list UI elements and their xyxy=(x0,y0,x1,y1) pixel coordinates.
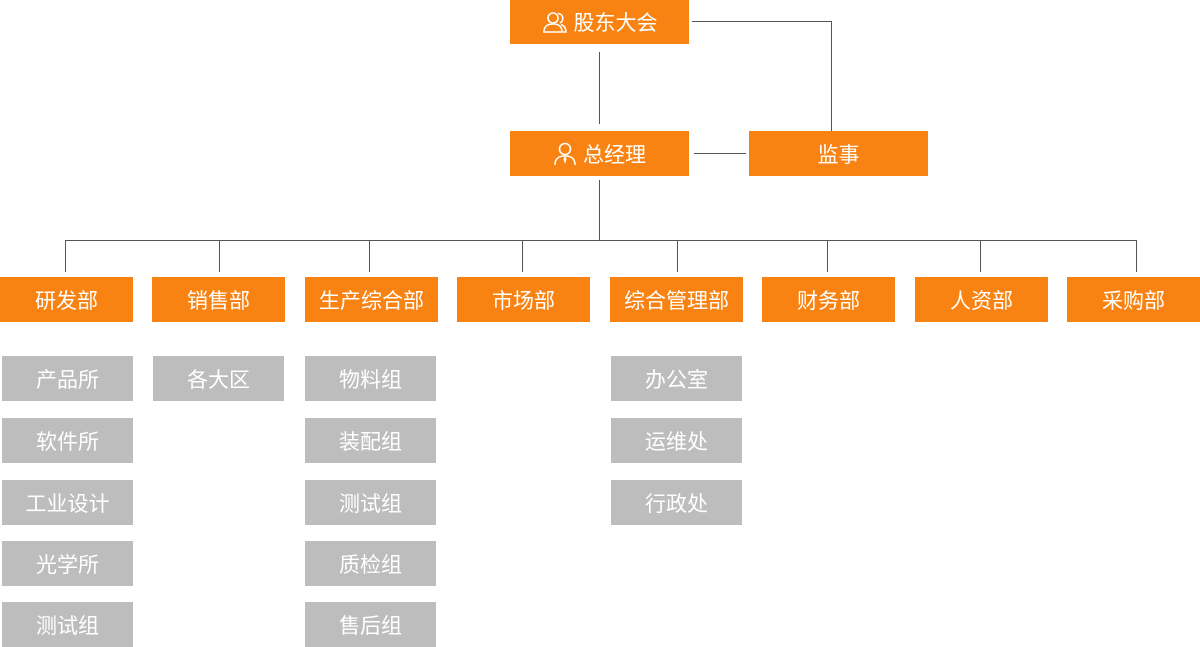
department-label: 人资部 xyxy=(950,288,1013,313)
sub-unit-label: 质检组 xyxy=(339,552,402,577)
sub-unit-box: 运维处 xyxy=(611,418,742,463)
supervisor-label: 监事 xyxy=(817,142,860,167)
sub-unit-box: 光学所 xyxy=(2,541,133,586)
connector-line xyxy=(65,240,66,272)
sub-unit-box: 工业设计 xyxy=(2,480,133,525)
sub-unit-box: 测试组 xyxy=(2,602,133,647)
department-label: 研发部 xyxy=(35,288,98,313)
sub-unit-box: 物料组 xyxy=(305,356,436,401)
sub-unit-label: 售后组 xyxy=(339,613,402,638)
sub-unit-box: 行政处 xyxy=(611,480,742,525)
connector-line xyxy=(219,240,220,272)
connector-line xyxy=(369,240,370,272)
sub-unit-box: 办公室 xyxy=(611,356,742,401)
connector-line xyxy=(65,240,1137,241)
general-manager-box: 总经理 xyxy=(510,131,689,176)
department-label: 市场部 xyxy=(492,288,555,313)
shareholders-label: 股东大会 xyxy=(573,11,658,35)
sub-unit-box: 质检组 xyxy=(305,541,436,586)
sub-unit-label: 光学所 xyxy=(36,552,99,577)
connector-line xyxy=(831,21,832,132)
shareholders-box: 股东大会 xyxy=(510,0,689,44)
sub-unit-label: 测试组 xyxy=(339,491,402,516)
department-label: 生产综合部 xyxy=(319,288,424,313)
connector-line xyxy=(599,52,600,124)
user-tie-icon xyxy=(553,141,577,166)
department-label: 财务部 xyxy=(797,288,860,313)
sub-unit-label: 各大区 xyxy=(187,367,250,392)
connector-line xyxy=(599,180,600,241)
department-box: 销售部 xyxy=(152,277,285,322)
department-box: 研发部 xyxy=(0,277,133,322)
sub-unit-label: 装配组 xyxy=(339,429,402,454)
department-box: 综合管理部 xyxy=(610,277,743,322)
sub-unit-label: 行政处 xyxy=(645,491,708,516)
department-box: 市场部 xyxy=(457,277,590,322)
sub-unit-box: 测试组 xyxy=(305,480,436,525)
sub-unit-box: 售后组 xyxy=(305,602,436,647)
department-box: 生产综合部 xyxy=(305,277,438,322)
users-icon xyxy=(542,10,568,34)
department-box: 财务部 xyxy=(762,277,895,322)
department-label: 销售部 xyxy=(187,288,250,313)
connector-line xyxy=(694,153,746,154)
sub-unit-label: 物料组 xyxy=(339,367,402,392)
sub-unit-box: 软件所 xyxy=(2,418,133,463)
sub-unit-label: 测试组 xyxy=(36,613,99,638)
sub-unit-box: 各大区 xyxy=(153,356,284,401)
sub-unit-label: 运维处 xyxy=(645,429,708,454)
department-box: 采购部 xyxy=(1067,277,1200,322)
connector-line xyxy=(677,240,678,272)
connector-line xyxy=(522,240,523,272)
general-manager-label: 总经理 xyxy=(583,142,646,167)
department-box: 人资部 xyxy=(915,277,1048,322)
sub-unit-label: 工业设计 xyxy=(25,491,110,516)
connector-line xyxy=(980,240,981,272)
department-label: 综合管理部 xyxy=(624,288,729,313)
supervisor-box: 监事 xyxy=(749,131,928,176)
sub-unit-label: 产品所 xyxy=(36,367,99,392)
sub-unit-box: 产品所 xyxy=(2,356,133,401)
connector-line xyxy=(827,240,828,272)
sub-unit-label: 办公室 xyxy=(645,367,708,392)
sub-unit-box: 装配组 xyxy=(305,418,436,463)
connector-line xyxy=(692,21,832,22)
connector-line xyxy=(1136,240,1137,272)
sub-unit-label: 软件所 xyxy=(36,429,99,454)
department-label: 采购部 xyxy=(1102,288,1165,313)
